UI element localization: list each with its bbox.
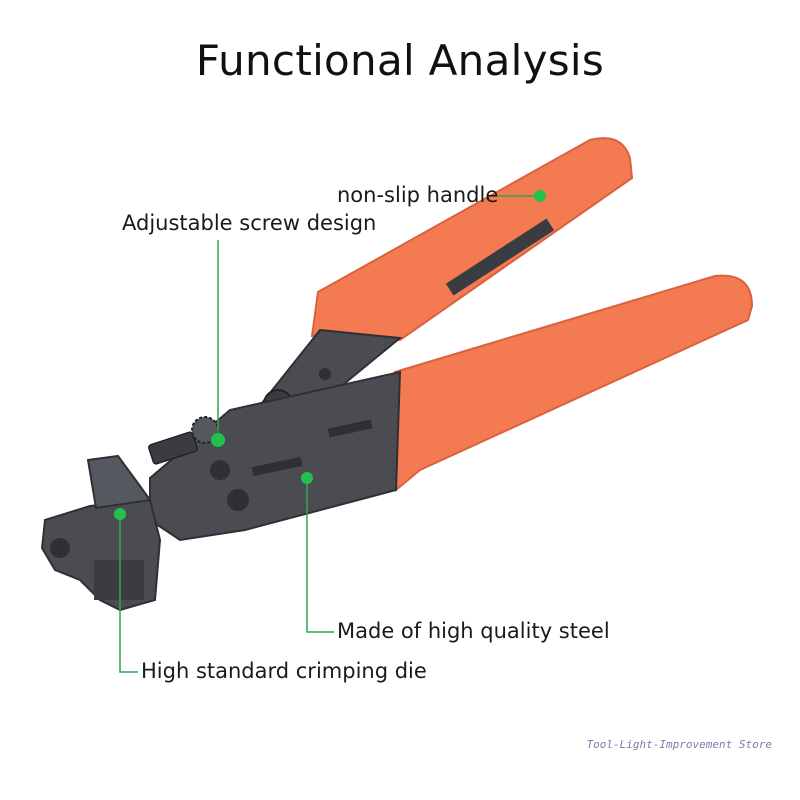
adjust-screw	[148, 431, 198, 465]
page-title: Functional Analysis	[195, 36, 605, 85]
marker-handle	[534, 190, 546, 202]
marker-steel	[301, 472, 313, 484]
store-watermark: Tool-Light-Improvement Store	[586, 738, 772, 751]
leader-die	[119, 514, 138, 673]
upper-handle	[310, 137, 634, 342]
body-slot-2	[327, 419, 373, 438]
upper-handle-slot	[445, 218, 555, 296]
callout-non-slip-handle: non-slip handle	[337, 183, 499, 207]
leader-steel	[306, 478, 334, 633]
callout-adjustable-screw: Adjustable screw design	[122, 211, 377, 235]
marker-die	[114, 508, 126, 520]
lower-handle	[393, 274, 754, 493]
marker-screw	[211, 433, 225, 447]
callout-crimping-die: High standard crimping die	[141, 659, 427, 683]
body-slot-1	[251, 456, 303, 477]
callout-high-quality-steel: Made of high quality steel	[337, 619, 610, 643]
